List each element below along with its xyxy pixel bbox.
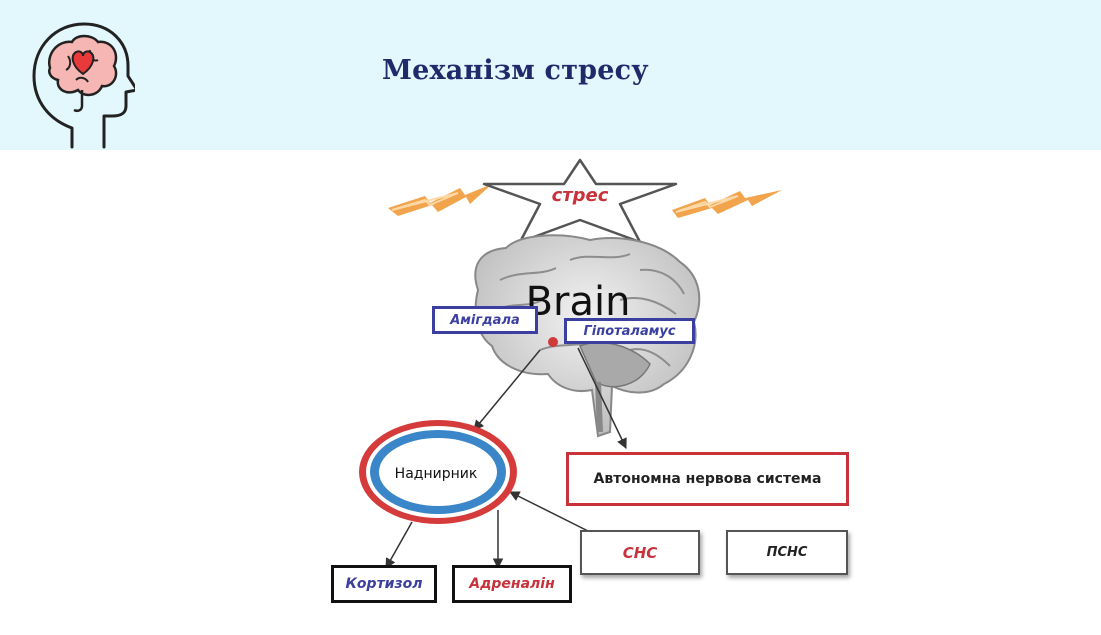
amygdala-box: Амігдала xyxy=(432,306,538,334)
star-label: стрес xyxy=(552,185,609,206)
slide-header: Механізм стресу xyxy=(0,0,1101,150)
cortisol-box: Кортизол xyxy=(331,565,437,603)
brain-label: Brain xyxy=(526,279,631,325)
amygdala-label: Амігдала xyxy=(450,312,520,328)
lightning-right-icon xyxy=(672,190,782,218)
stress-mechanism-diagram: стрес Brain Наднирник Амігдала Гіпоталам… xyxy=(0,150,1101,631)
cortisol-label: Кортизол xyxy=(345,576,423,592)
sns-box: СНС xyxy=(580,530,700,575)
stress-star-icon xyxy=(482,158,678,244)
adrenaline-label: Адреналін xyxy=(469,576,555,592)
adrenaline-box: Адреналін xyxy=(452,565,572,603)
diagram-canvas: стрес Brain Наднирник xyxy=(359,158,782,570)
hypothalamus-label: Гіпоталамус xyxy=(583,323,676,339)
arrow-hypothalamus-to-adrenal xyxy=(473,349,541,431)
adrenal-label: Наднирник xyxy=(395,466,478,482)
ans-label: Автономна нервова система xyxy=(593,471,822,487)
arrow-sns-to-adrenal xyxy=(509,491,595,535)
arrow-adrenal-to-cortisol xyxy=(385,521,413,569)
adrenal-ring xyxy=(359,420,517,524)
slide-title: Механізм стресу xyxy=(382,55,649,86)
hypothalamus-box: Гіпоталамус xyxy=(564,318,695,344)
psns-label: ПСНС xyxy=(766,545,808,560)
psns-box: ПСНС xyxy=(726,530,848,575)
arrow-hypothalamus-to-ans xyxy=(577,347,627,449)
lightning-left-icon xyxy=(388,184,492,216)
brain-heart-head-icon xyxy=(32,22,135,149)
ans-box: Автономна нервова система xyxy=(566,452,849,506)
sns-label: СНС xyxy=(622,543,658,562)
